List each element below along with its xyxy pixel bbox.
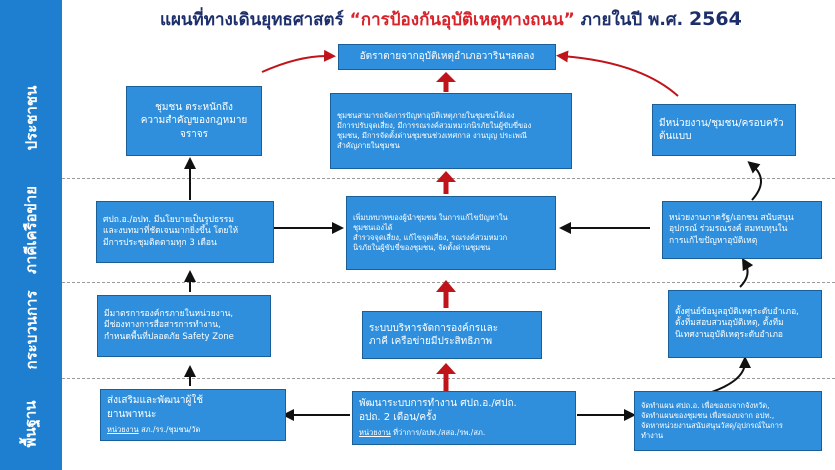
foundation-right-box: จัดทำแผน ศปถ.อ. เพื่อของบจากจังหวัด, จัด… [634,391,822,451]
row-label-sidebar [0,0,62,470]
network-left-box: ศปถ.อ./อปท. มีนโยบายเป็นรูปธรรม และงบทมา… [96,201,274,263]
title-year: 2564 [688,8,742,30]
people-center-box: ชุมชนสามารถจัดการปัญหาอุบัติเหตุภายในชุม… [330,93,572,169]
foundation-left-note: หน่วยงาน สภ./รร./ชุมชน/วัด [107,425,201,435]
page-title: แผนที่ทางเดินยุทธศาสตร์ “การป้องกันอุบัต… [160,6,800,33]
foundation-center-box: พัฒนาระบบการทำงาน ศปถ.อ./ศปถ. อปถ. 2 เดื… [352,391,576,445]
title-suffix: ภายในปี พ.ศ. [580,10,684,30]
process-left-box: มีมาตรการองค์กรภายในหน่วยงาน, มีช่องทางก… [97,295,271,357]
title-prefix: แผนที่ทางเดินยุทธศาสตร์ [160,10,344,30]
goal-box: อัตราตายจากอุบัติเหตุอำเภอวารินฯลดลง [338,44,556,70]
process-right-box: ตั้งศูนย์ข้อมูลอุบัติเหตุระดับอำเภอ, ตั้… [668,290,822,358]
title-highlight: “การป้องกันอุบัติเหตุทางถนน” [349,10,575,30]
process-center-box: ระบบบริหารจัดการองค์กรและ ภาคี เครือข่าย… [362,311,542,359]
network-right-box: หน่วยงานภาครัฐ/เอกชน สนับสนุน อุปกรณ์ ร่… [662,201,822,259]
people-right-box: มีหน่วยงาน/ชุมชน/ครอบครัว ต้นแบบ [652,104,796,156]
red-arrow-left-to-goal [261,49,336,73]
red-arrows-center [436,72,456,391]
people-left-box: ชุมชน ตระหนักถึง ความสำคัญของกฎหมาย จราจ… [126,86,262,156]
foundation-left-box: ส่งเสริมและพัฒนาผู้ใช้ ยานพาหนะ หน่วยงาน… [100,389,286,441]
red-arrow-right-to-goal [556,50,679,97]
row-divider [62,282,835,283]
network-center-box: เพิ่มบทบาทของผู้นำชุมชน ในการแก้ไขปัญหาใ… [346,196,556,270]
foundation-center-note: หน่วยงาน ที่ว่าการ/อปท./สสอ./รพ./สภ. [359,428,486,438]
